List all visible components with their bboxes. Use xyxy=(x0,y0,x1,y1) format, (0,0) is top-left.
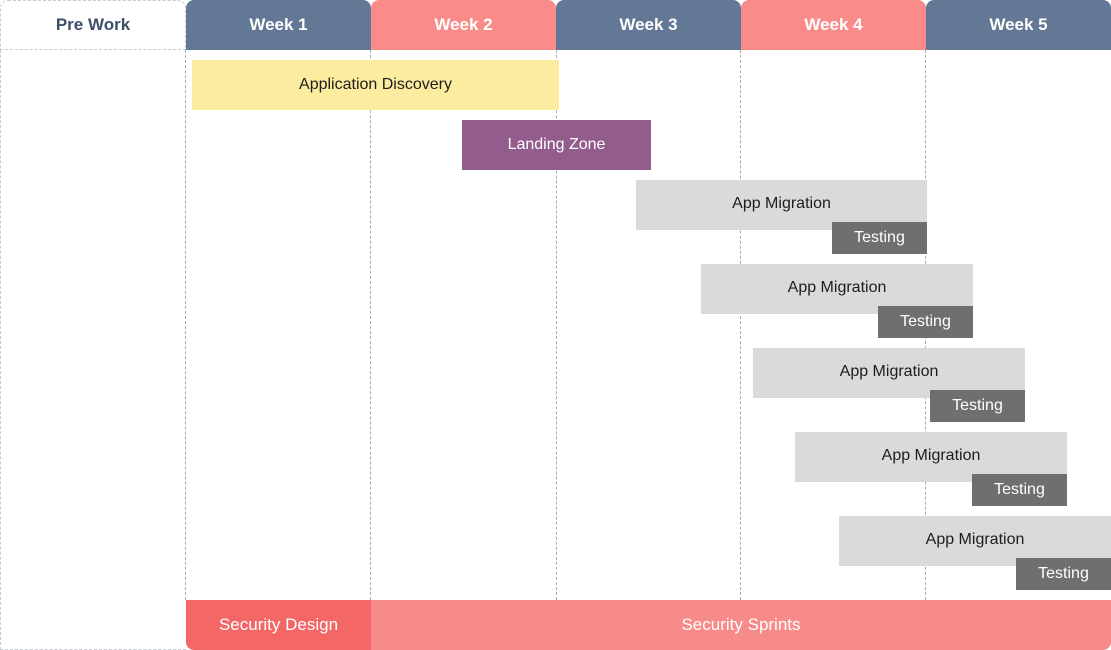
prework-header: Pre Work xyxy=(0,0,186,50)
week-divider xyxy=(185,50,186,600)
week-divider xyxy=(556,50,557,600)
testing-bar: Testing xyxy=(1016,558,1111,590)
week-4-header: Week 4 xyxy=(741,0,926,50)
testing-bar: Testing xyxy=(930,390,1025,422)
week-1-header: Week 1 xyxy=(186,0,371,50)
app-migration-bar: App Migration xyxy=(701,264,973,314)
testing-bar: Testing xyxy=(878,306,973,338)
landing-zone-bar: Landing Zone xyxy=(462,120,651,170)
testing-bar: Testing xyxy=(832,222,927,254)
week-5-header: Week 5 xyxy=(926,0,1111,50)
app-migration-bar: App Migration xyxy=(753,348,1025,398)
discovery-bar: Application Discovery xyxy=(192,60,559,110)
week-2-header: Week 2 xyxy=(371,0,556,50)
app-migration-bar: App Migration xyxy=(795,432,1067,482)
app-migration-bar: App Migration xyxy=(839,516,1111,566)
prework-column xyxy=(0,50,186,650)
week-3-header: Week 3 xyxy=(556,0,741,50)
security-sprints-bar: Security Sprints xyxy=(371,600,1111,650)
security-design-bar: Security Design xyxy=(186,600,371,650)
week-divider xyxy=(370,50,371,600)
testing-bar: Testing xyxy=(972,474,1067,506)
app-migration-bar: App Migration xyxy=(636,180,927,230)
week-divider xyxy=(740,50,741,600)
